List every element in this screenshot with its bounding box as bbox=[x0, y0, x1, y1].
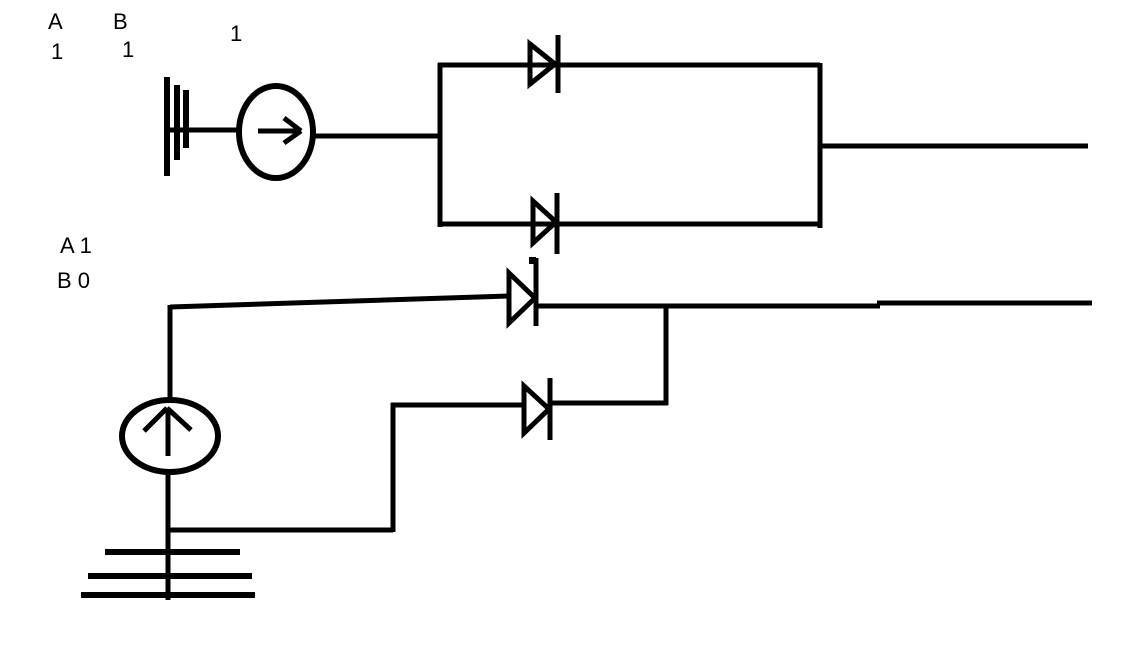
label-output-node-value: 1 bbox=[230, 21, 243, 46]
current-source-2-arrow-barb1 bbox=[142, 406, 169, 433]
stray-ink-dot bbox=[529, 257, 536, 264]
current-source-1-circle bbox=[236, 83, 316, 181]
label-case2-input-b: B 0 bbox=[57, 268, 91, 293]
label-input-b-value: 1 bbox=[122, 37, 135, 62]
current-source-2-arrow-barb2 bbox=[165, 406, 193, 432]
diode-c2-lower-triangle bbox=[521, 380, 553, 439]
diode-block-top-triangle bbox=[527, 38, 560, 90]
diode-c2-upper-triangle bbox=[506, 267, 539, 329]
label-case2-input-a: A 1 bbox=[60, 233, 92, 258]
label-input-a-header: A bbox=[48, 9, 63, 34]
current-source-1-arrow-barb2 bbox=[282, 128, 303, 146]
label-input-b-header: B bbox=[113, 9, 128, 34]
current-source-2-circle bbox=[119, 397, 221, 475]
current-source-1-arrow-barb1 bbox=[282, 116, 303, 133]
label-input-a-value: 1 bbox=[51, 39, 64, 64]
wire-c2-sloped-input bbox=[169, 293, 511, 310]
diode-block-bottom-triangle bbox=[530, 195, 560, 249]
